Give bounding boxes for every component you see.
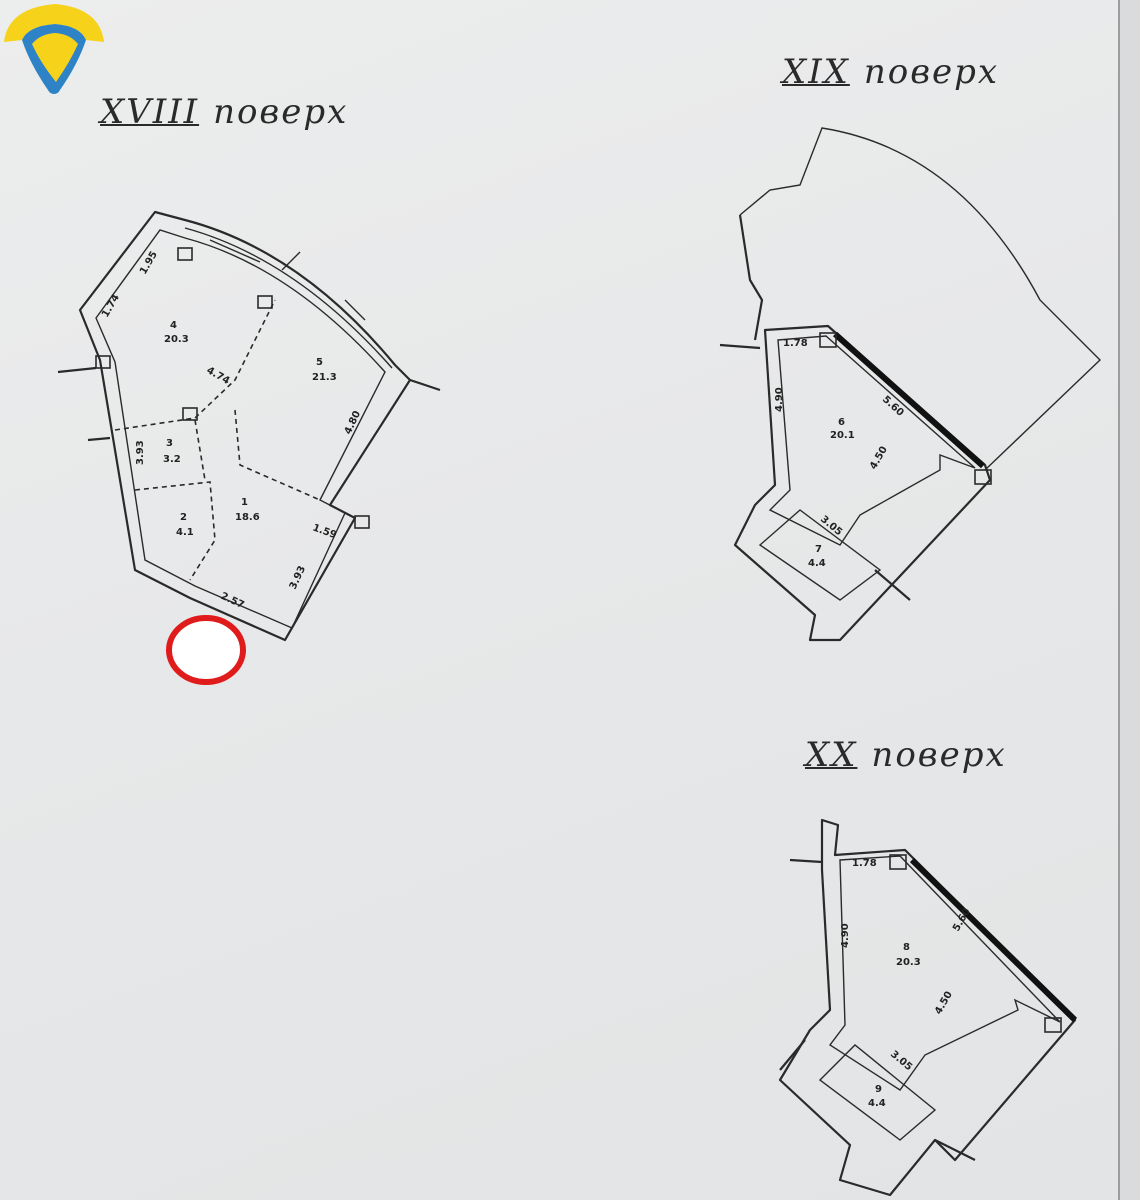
floor-number: XIX [782,52,850,92]
room-area: 18.6 [235,512,260,523]
room-label: 8 [903,942,910,953]
room-label: 2 [180,512,187,523]
floor-word: поверх [871,735,1007,775]
dimension-label: 1.74 [100,293,122,320]
room-area: 4.4 [868,1098,886,1109]
dimension-label: 1.95 [138,250,160,277]
floor-title-20: XX поверх [805,735,1007,775]
dimension-label: 2.57 [219,591,246,611]
dimension-label: 5.60 [880,394,906,419]
brand-logo-icon [4,4,104,94]
room-label: 9 [875,1084,882,1095]
dimension-label: 1.78 [783,338,808,349]
dimension-label: 4.80 [343,409,363,436]
dimension-label: 1.78 [852,858,877,869]
dimension-label: 4.90 [840,923,851,948]
location-marker-icon [166,615,246,685]
room-area: 20.3 [896,957,921,968]
dimension-label: 3.05 [888,1049,914,1073]
floor-title-18: XVIII поверх [100,92,348,132]
dimension-label: 4.90 [774,387,785,412]
room-label: 4 [170,320,177,331]
floor-word: поверх [213,92,349,132]
room-area: 4.4 [808,558,826,569]
room-area: 4.1 [176,527,194,538]
floor-number: XX [805,735,858,775]
dimension-label: 3.93 [288,564,308,591]
room-area: 20.3 [164,334,189,345]
room-area: 21.3 [312,372,337,383]
plan-floor-20: 8 20.3 9 4.4 1.78 5.60 4.50 4.90 3.05 [778,818,1078,1197]
plan-floor-19: 6 20.1 7 4.4 1.78 5.60 4.50 4.90 3.05 [719,127,1102,642]
floor-title-19: XIX поверх [782,52,999,92]
room-area: 20.1 [830,430,855,441]
room-label: 7 [815,544,822,555]
room-label: 6 [838,417,845,428]
room-area: 3.2 [163,454,181,465]
floor-number: XVIII [100,92,200,132]
dimension-label: 4.50 [933,990,955,1017]
floor-word: поверх [863,52,1000,92]
room-label: 5 [316,357,323,368]
room-label: 1 [241,497,248,508]
dimension-label: 1.59 [311,522,338,541]
sheet-edge [1118,0,1140,1200]
room-label: 3 [166,438,173,449]
dimension-label: 3.93 [135,440,146,465]
dimension-label: 4.50 [868,445,890,472]
plan-floor-18: 1 18.6 2 4.1 3 3.2 4 20.3 5 21.3 1.95 1.… [57,210,441,642]
dimension-label: 4.74 [205,365,232,387]
